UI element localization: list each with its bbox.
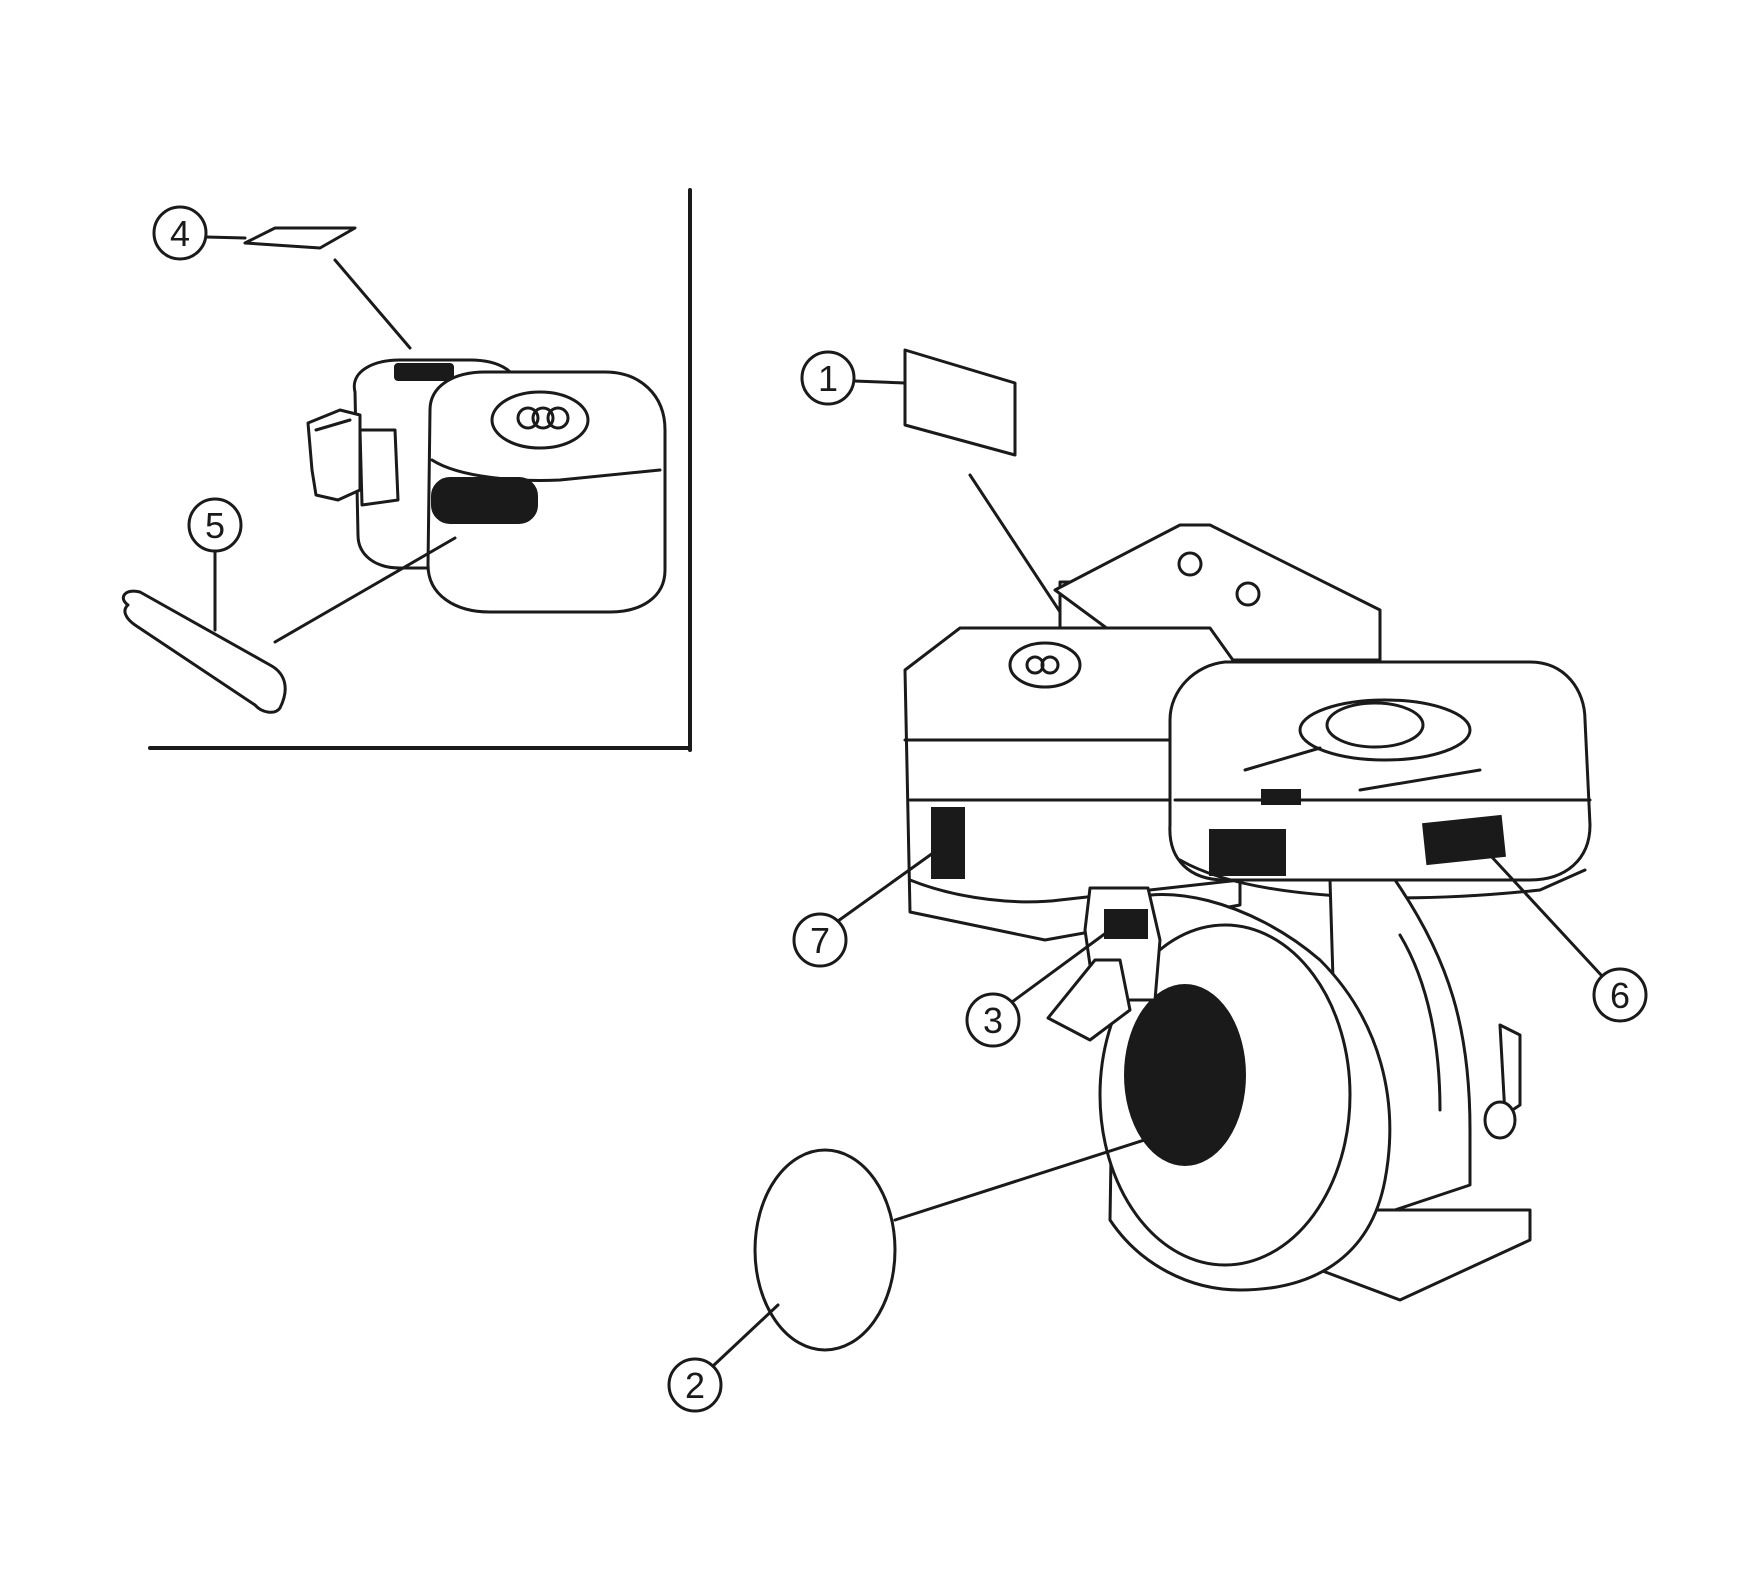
decal-2-sheet [753,1148,897,1352]
starter-handle-hole [1124,984,1246,1166]
cleaner-top-label [394,363,454,381]
callout-5: 5 [187,497,243,632]
decal-4-sheet [243,226,357,250]
decal-7-label [931,807,965,879]
callout-5-label: 5 [205,505,225,546]
decal-5-sheet [121,589,287,714]
callout-2-label: 2 [685,1365,705,1406]
callout-6-label: 6 [1610,975,1630,1016]
callout-3: 3 [965,928,1112,1048]
callout-7-label: 7 [810,920,830,961]
decal-6-label [1422,814,1506,866]
decal-1-sheet [903,348,1017,457]
callout-7: 7 [792,846,942,968]
callout-6: 6 [1488,853,1648,1023]
callout-1: 1 [800,350,907,406]
callout-3-label: 3 [983,1000,1003,1041]
callout-2: 2 [667,1303,780,1413]
tank-top-mark [1261,789,1301,805]
tank-front-label [1209,829,1286,876]
decal-3-label [1104,909,1148,939]
leader-4 [333,258,412,350]
inset-frame [148,188,692,752]
leader-5 [273,536,457,644]
cleaner-side-label [431,477,538,524]
callout-1-label: 1 [818,358,838,399]
leader-2 [893,1133,1162,1222]
callout-4-label: 4 [170,213,190,254]
callout-4: 4 [152,205,247,261]
engine [753,348,1592,1352]
air-cleaner-assembly [121,226,667,714]
